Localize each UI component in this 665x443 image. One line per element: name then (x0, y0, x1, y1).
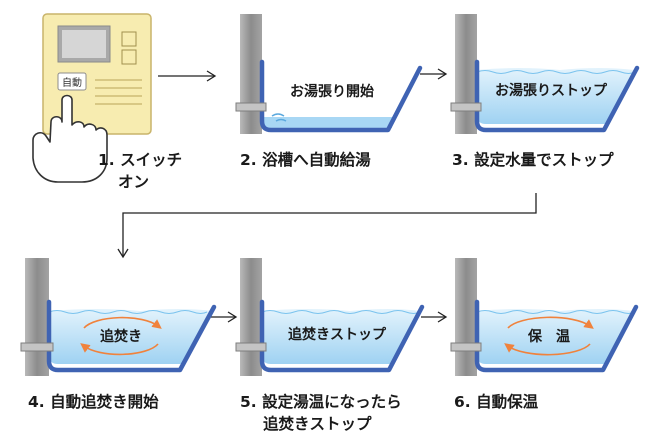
step-5-caption: 5. 設定湯温になったら (240, 393, 402, 411)
arrow-row1-to-row2 (117, 193, 537, 259)
tub-rim (474, 299, 639, 373)
bathtub-step-3: お湯張りストップ (450, 14, 640, 134)
bathtub-step-4: 追焚き (20, 258, 217, 376)
tub-rim (259, 299, 425, 373)
bathtub-step-5: 追焚きストップ (235, 258, 425, 376)
bathtub-step-6: 保 温 (450, 258, 639, 376)
circulation-arrows-icon (80, 316, 162, 356)
arrow-step5-to-6 (421, 311, 448, 323)
faucet (20, 342, 54, 352)
faucet (450, 102, 482, 112)
circulation-arrows-icon (504, 316, 594, 356)
step-2-label: お湯張り開始 (290, 83, 374, 100)
step-4-caption: 4. 自動追焚き開始 (28, 393, 159, 411)
tub-rim (259, 59, 423, 133)
step-1-caption: 1. スイッチ (98, 151, 183, 169)
tub-rim (46, 299, 217, 373)
step-6-caption: 6. 自動保温 (454, 393, 539, 411)
arrow-step4-to-5 (209, 311, 238, 323)
pressing-hand-icon (32, 94, 108, 183)
arrow-step1-to-2 (158, 70, 217, 82)
wall (240, 14, 262, 134)
wall (25, 258, 49, 376)
bathtub-step-2: お湯張り開始 (235, 14, 423, 134)
step-1-caption-line-2: オン (118, 173, 150, 191)
step-3-caption: 3. 設定水量でストップ (452, 151, 614, 169)
faucet (235, 342, 267, 352)
auto-button-label: 自動 (62, 76, 82, 89)
step-5-caption-line-2: 追焚きストップ (263, 415, 372, 433)
step-3-label: お湯張りストップ (495, 82, 608, 99)
wall (240, 258, 262, 376)
step-6-label: 保 温 (527, 328, 570, 345)
wall (455, 258, 477, 376)
arrow-step2-to-3 (420, 68, 448, 80)
auto-button[interactable]: 自動 (57, 72, 87, 91)
step-5-label: 追焚きストップ (288, 326, 387, 343)
tub-rim (474, 59, 640, 133)
step-4-label: 追焚き (100, 328, 142, 345)
faucet (235, 102, 267, 112)
step-2-caption: 2. 浴槽へ自動給湯 (240, 151, 371, 169)
faucet (450, 342, 482, 352)
wall (455, 14, 477, 134)
